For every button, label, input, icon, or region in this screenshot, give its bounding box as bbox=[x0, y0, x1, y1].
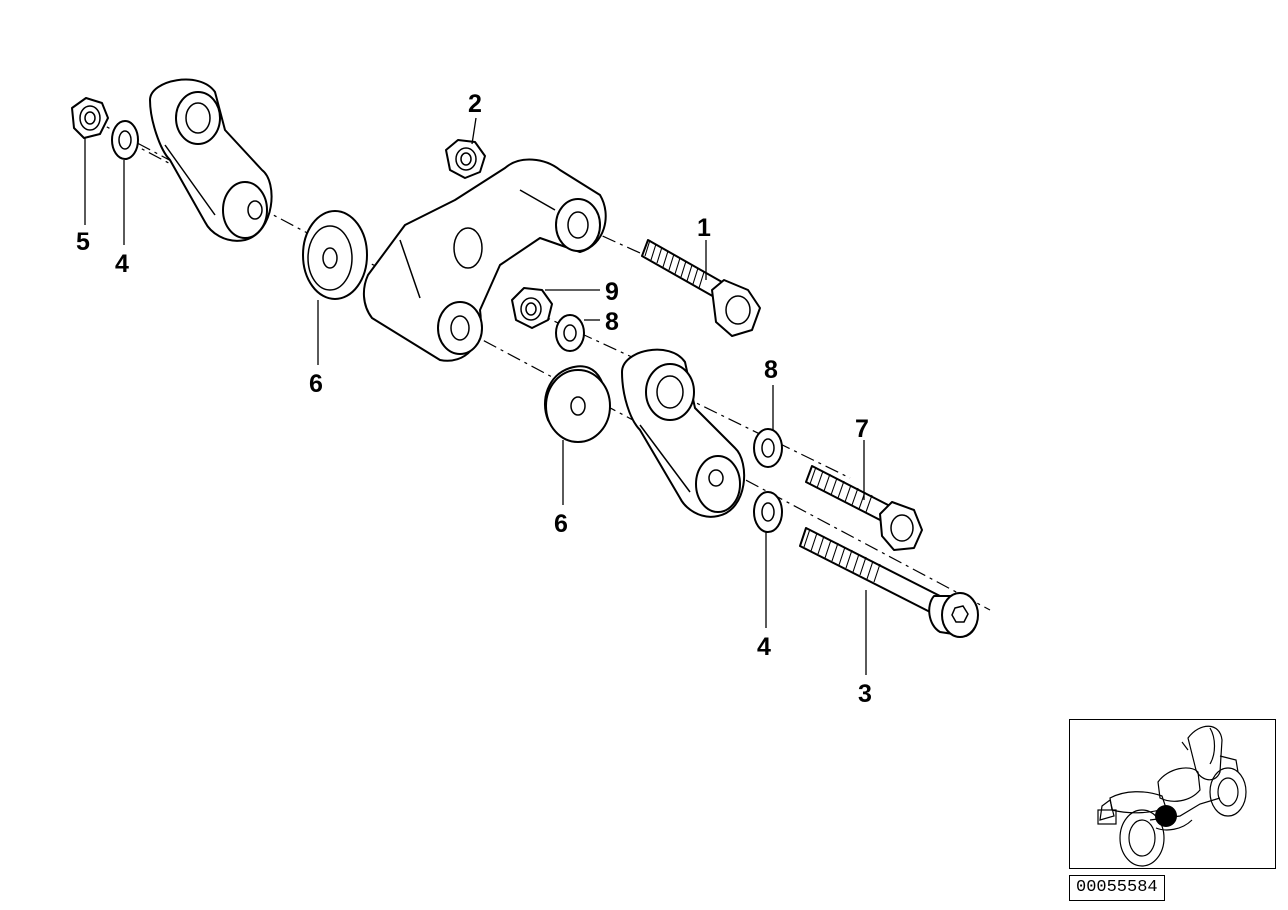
nut-top bbox=[445, 139, 486, 179]
callout-5: 5 bbox=[76, 228, 90, 256]
leader-lines bbox=[84, 117, 867, 675]
location-dot-icon bbox=[1155, 805, 1177, 827]
link-arm-upper-left bbox=[149, 78, 273, 242]
nut-upper-left bbox=[71, 97, 109, 139]
callout-4-lower: 4 bbox=[757, 633, 771, 661]
callout-9: 9 bbox=[605, 278, 619, 306]
spacer-disc-lower bbox=[544, 365, 611, 443]
callout-4-upper: 4 bbox=[115, 250, 129, 278]
nut-middle bbox=[511, 287, 553, 329]
callout-1: 1 bbox=[697, 214, 711, 242]
motorcycle-locator-icon bbox=[1069, 719, 1276, 869]
washer-lower-right bbox=[753, 491, 783, 533]
callout-3: 3 bbox=[858, 680, 872, 708]
diagram-reference-number: 00055584 bbox=[1069, 875, 1165, 901]
washer-middle bbox=[555, 314, 585, 352]
callout-labels: 1 2 3 4 4 5 6 6 7 8 8 9 bbox=[76, 90, 872, 708]
callout-6-lower: 6 bbox=[554, 510, 568, 538]
central-bracket bbox=[362, 158, 607, 362]
callout-8-middle: 8 bbox=[605, 308, 619, 336]
callout-8-right: 8 bbox=[764, 356, 778, 384]
socket-head-bolt-long bbox=[799, 527, 979, 638]
hex-bolt-upper bbox=[641, 239, 761, 337]
washer-upper-left bbox=[111, 120, 139, 160]
callout-6-left: 6 bbox=[309, 370, 323, 398]
spacer-disc-left bbox=[302, 210, 368, 300]
washer-right bbox=[753, 428, 783, 468]
link-arm-lower-right bbox=[621, 348, 746, 518]
callout-7: 7 bbox=[855, 415, 869, 443]
callout-2: 2 bbox=[468, 90, 482, 118]
